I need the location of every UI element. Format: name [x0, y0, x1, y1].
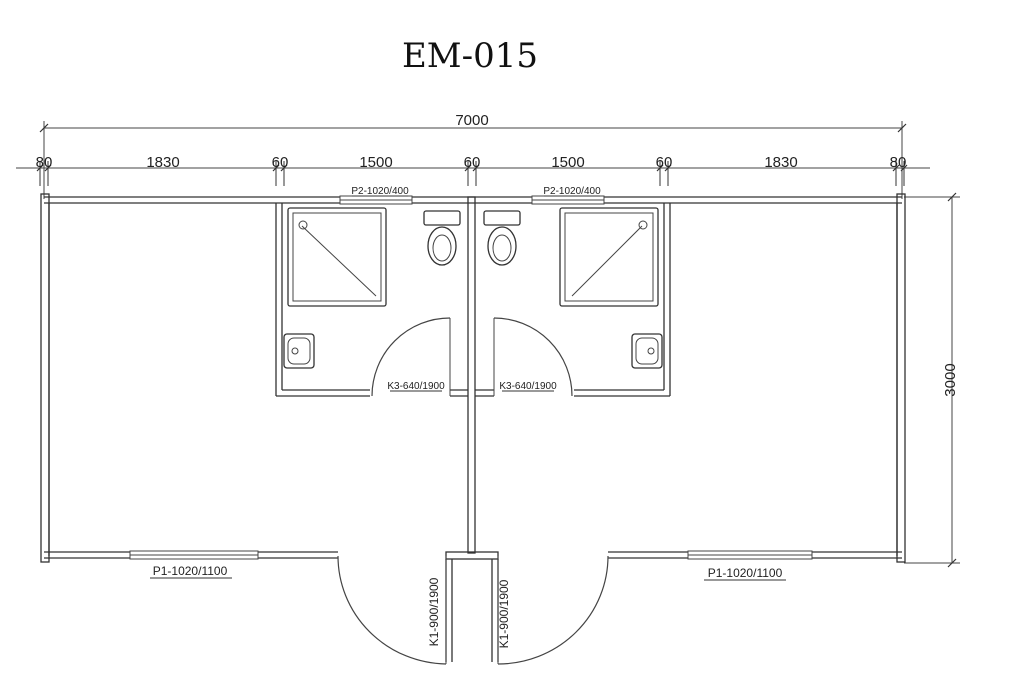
dim-1500-left: 1500: [359, 154, 392, 171]
door-k3-left-label: K3-640/1900: [387, 381, 445, 392]
dim-1830-left: 1830: [146, 154, 179, 171]
window-p1-left-label: P1-1020/1100: [153, 564, 228, 578]
toilet-left: [423, 210, 461, 266]
door-k1-right-label: K1-900/1900: [497, 579, 511, 648]
shower-right: [559, 207, 659, 307]
dimension-tick: [892, 164, 900, 172]
bathroom-right: K3-640/1900: [475, 203, 671, 397]
window-p2-left-label: P2-1020/400: [351, 186, 409, 197]
dimension-tick: [44, 164, 52, 172]
overall-width-label: 7000: [455, 112, 488, 129]
sink-left: [283, 333, 315, 369]
dim-60-left: 60: [272, 154, 289, 171]
sink-right: [631, 333, 663, 369]
dimension-tick: [656, 164, 664, 172]
door-k1-right: K1-900/1900: [497, 555, 609, 665]
dimension-tick: [36, 164, 44, 172]
shower-left: [287, 207, 387, 307]
toilet-right: [483, 210, 521, 266]
height-dimension: 3000: [904, 192, 960, 568]
door-k3-right-label: K3-640/1900: [499, 381, 557, 392]
outer-walls: [40, 193, 906, 662]
dim-80-right: 80: [890, 154, 907, 171]
dimension-tick: [272, 164, 280, 172]
window-p1-right-label: P1-1020/1100: [708, 566, 783, 580]
segment-dimensions: 80 1830 60 1500 60 1500 60 1830 80: [16, 154, 930, 186]
door-k1-left: K1-900/1900: [337, 555, 447, 665]
dimension-tick: [280, 164, 288, 172]
dimension-tick: [900, 164, 908, 172]
window-p2-right-label: P2-1020/400: [543, 186, 601, 197]
bathroom-left: K3-640/1900: [275, 203, 468, 397]
dimension-tick: [664, 164, 672, 172]
dim-80-left: 80: [36, 154, 53, 171]
dimension-tick: [464, 164, 472, 172]
overall-dimension: 7000: [39, 112, 907, 199]
plan-title: EM-015: [402, 36, 538, 76]
dim-60-right: 60: [656, 154, 673, 171]
window-p1-left: P1-1020/1100: [129, 550, 259, 579]
window-p2-right: P2-1020/400: [531, 186, 605, 205]
dim-1500-right: 1500: [551, 154, 584, 171]
door-k1-left-label: K1-900/1900: [427, 577, 441, 646]
window-p1-right: P1-1020/1100: [687, 550, 813, 581]
dim-1830-right: 1830: [764, 154, 797, 171]
dim-60-center: 60: [464, 154, 481, 171]
window-p2-left: P2-1020/400: [339, 186, 413, 205]
height-label: 3000: [942, 363, 959, 396]
dimension-tick: [472, 164, 480, 172]
